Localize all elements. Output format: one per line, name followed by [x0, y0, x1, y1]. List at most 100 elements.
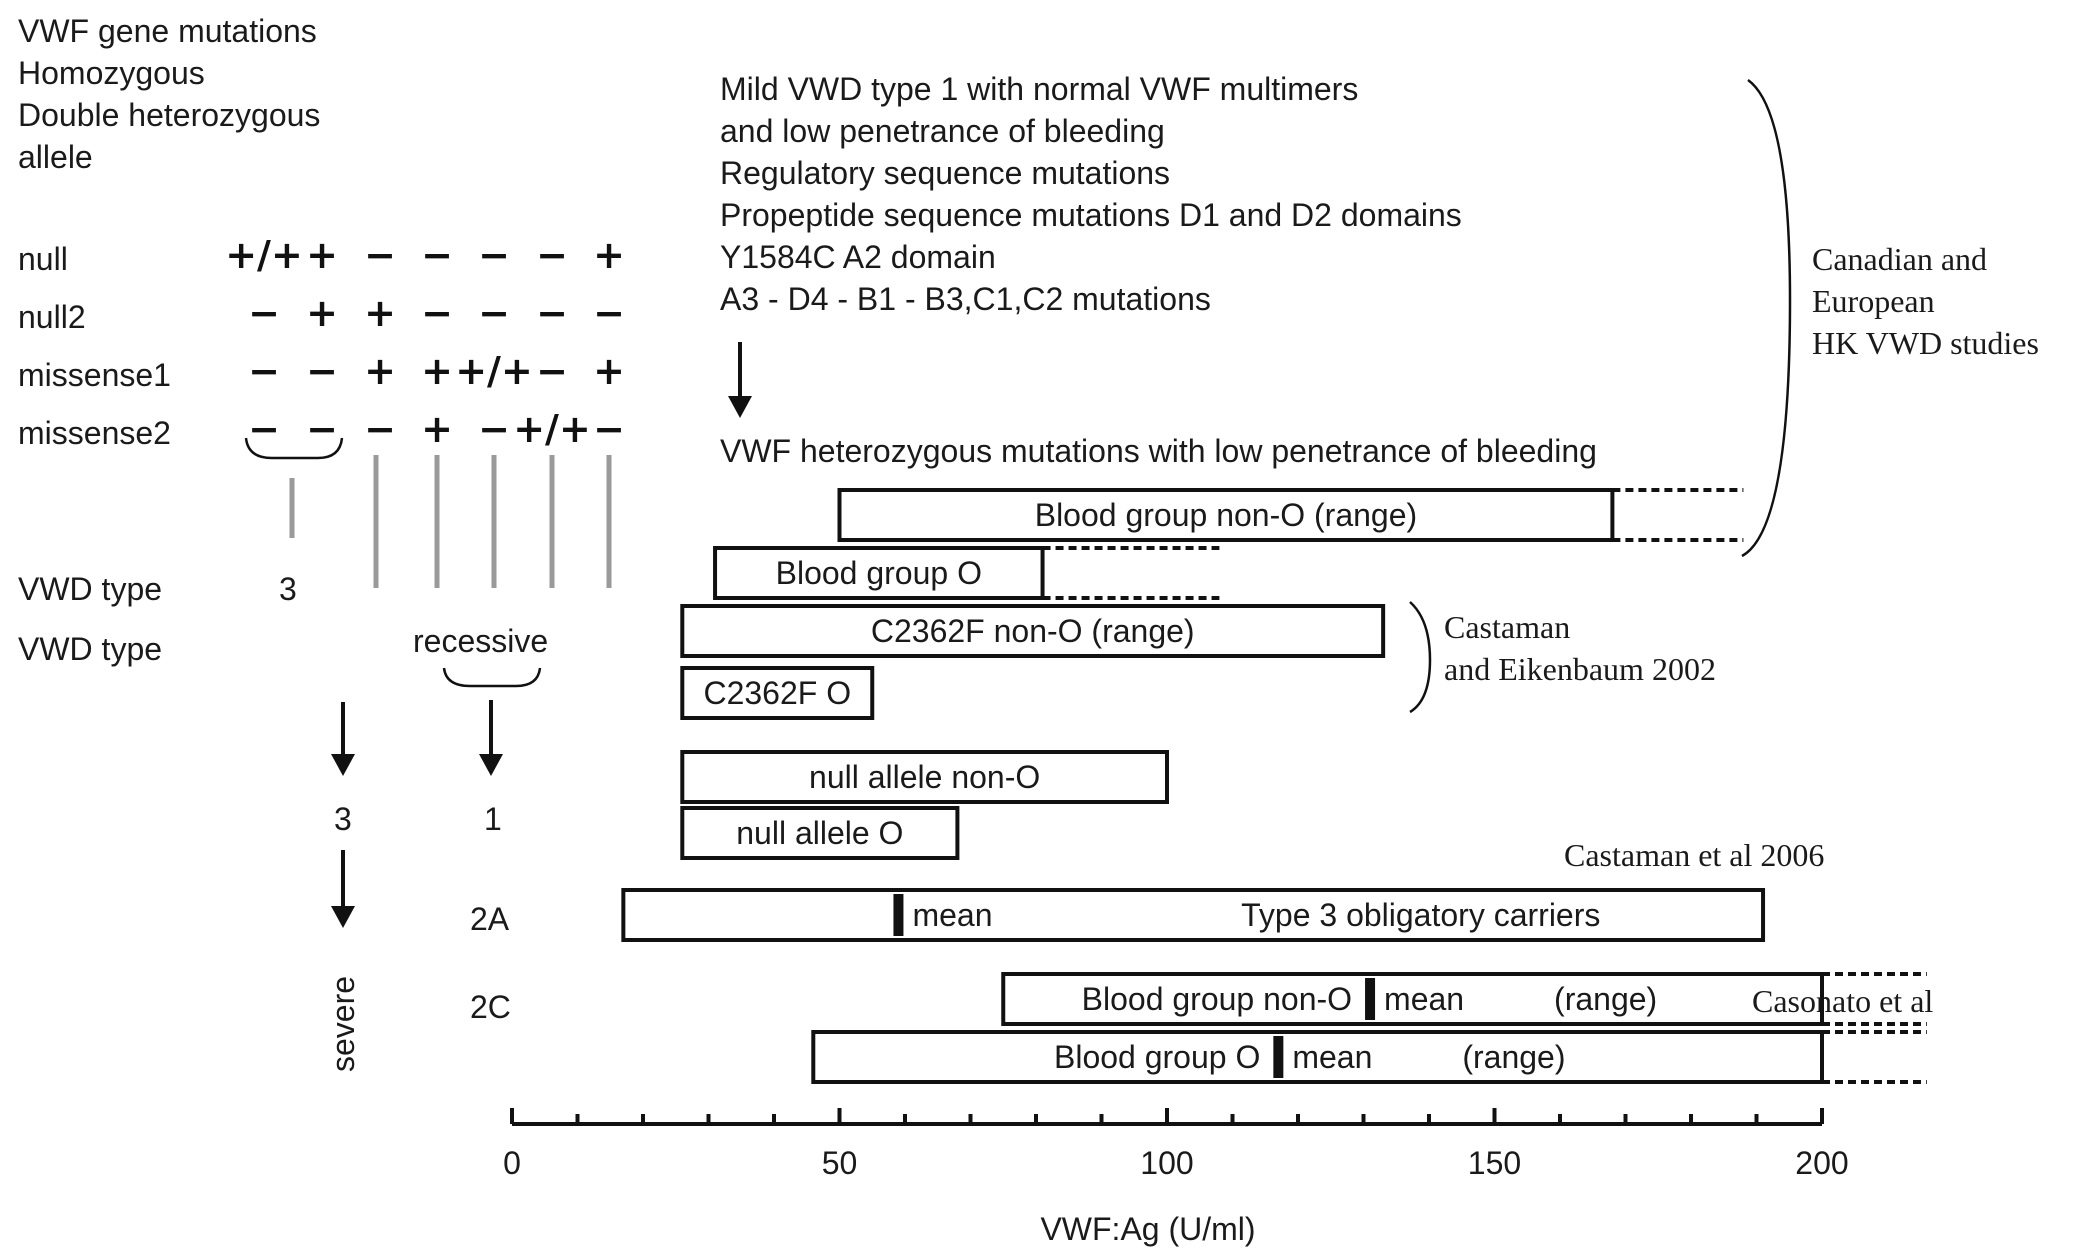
bar-rect	[680, 750, 1169, 804]
genotype-cell: +	[593, 349, 625, 393]
outcome-1: 1	[484, 801, 502, 837]
bar-rect	[621, 888, 1766, 942]
genotype-cell: +	[593, 233, 625, 277]
tick-label: 50	[822, 1145, 858, 1181]
description-line: Mild VWD type 1 with normal VWF multimer…	[720, 71, 1358, 107]
citation-line: Canadian and	[1812, 241, 1987, 277]
bar-label: Blood group O	[1054, 1039, 1260, 1075]
outcome-2a: 2A	[470, 901, 510, 937]
severe-label: severe	[325, 976, 361, 1072]
recessive-label: recessive	[413, 623, 548, 659]
vwd-type-3: 3	[279, 571, 297, 607]
vwd-type-label: VWD type	[18, 631, 162, 667]
citation-line: and Eikenbaum 2002	[1444, 651, 1716, 687]
row-label-missense1: missense1	[18, 357, 171, 393]
range-bar: C2362F O	[680, 666, 875, 720]
citation-line: Castaman	[1444, 609, 1570, 645]
range-bar: mean Blood group non-O (range)	[1001, 972, 1927, 1026]
bar-rect	[713, 546, 1045, 600]
description-line: and low penetrance of bleeding	[720, 113, 1165, 149]
description-line: Regulatory sequence mutations	[720, 155, 1170, 191]
range-bar: Blood group non-O (range)	[837, 488, 1744, 542]
range-bar: mean Type 3 obligatory carriers	[621, 888, 1766, 942]
genotype-cell: +	[306, 233, 338, 277]
column-separators	[289, 455, 612, 588]
range-bar: null allele non-O	[680, 750, 1169, 804]
header-line: Double heterozygous	[18, 97, 320, 133]
description-line: Propeptide sequence mutations D1 and D2 …	[720, 197, 1462, 233]
top-description: Mild VWD type 1 with normal VWF multimer…	[720, 71, 1462, 317]
tick-label: 150	[1468, 1145, 1521, 1181]
header-line: allele	[18, 139, 93, 175]
bar-label: Blood group non-O	[1082, 981, 1352, 1017]
genotype-cell: +/+	[455, 349, 533, 393]
tick-label: 0	[503, 1145, 521, 1181]
range-bar: Blood group O	[713, 546, 1220, 600]
mean-marker	[893, 894, 904, 936]
genotype-cell: +	[421, 349, 453, 393]
bar-rect	[837, 488, 1615, 542]
genotype-cell: −	[421, 233, 453, 277]
citation-castaman-2006: Castaman et al 2006	[1564, 837, 1824, 873]
bar-rect	[811, 1030, 1824, 1084]
recessive-brace	[442, 667, 542, 688]
bar-label: Blood group O	[776, 555, 982, 591]
arrow-head-icon	[728, 396, 752, 418]
bar-label: C2362F non-O (range)	[871, 613, 1195, 649]
bar-label: Blood group non-O (range)	[1035, 497, 1417, 533]
citation-line: HK VWD studies	[1812, 325, 2039, 361]
genotype-cell: +	[421, 407, 453, 451]
genotype-cell: −	[478, 291, 510, 335]
genotype-cell: −	[536, 291, 568, 335]
genotype-cell: −	[478, 407, 510, 451]
mean-marker	[1273, 1036, 1284, 1078]
citation-castaman-2002: Castaman and Eikenbaum 2002	[1444, 609, 1716, 687]
citation-canadian: Canadian and European HK VWD studies	[1812, 241, 2039, 361]
studies-brace	[1741, 78, 1792, 558]
bar-rect	[680, 666, 875, 720]
bar-rect	[680, 604, 1386, 658]
heterozygous-text: VWF heterozygous mutations with low pene…	[720, 433, 1597, 469]
genotype-cell: −	[478, 233, 510, 277]
genotype-cell: +/+	[225, 233, 303, 277]
genotype-cell: −	[306, 349, 338, 393]
row-label-null2: null2	[18, 299, 86, 335]
range-bar: null allele O	[680, 806, 960, 860]
arrow-head-icon	[331, 754, 355, 776]
genotype-cell: −	[248, 291, 280, 335]
genotype-cell: −	[306, 407, 338, 451]
header-line: VWF gene mutations	[18, 13, 317, 49]
genotype-cell: −	[248, 407, 280, 451]
row-label-null: null	[18, 241, 68, 277]
mean-marker	[1365, 978, 1376, 1020]
bar-rect	[1001, 972, 1824, 1026]
genotype-cell: +	[364, 291, 396, 335]
bar-label: Type 3 obligatory carriers	[1241, 897, 1600, 933]
range-bars: Blood group non-O (range) Blood group O C2…	[621, 488, 1927, 1084]
outcome-3: 3	[334, 801, 352, 837]
arrow-head-icon	[479, 754, 503, 776]
genotype-grid: +/++−−−−+−++−−−−−−+++/+−+−−−+−+/+−	[225, 233, 625, 451]
genotype-cell: −	[536, 233, 568, 277]
range-label: (range)	[1554, 981, 1657, 1017]
mean-label: mean	[912, 897, 992, 933]
bar-rect	[680, 806, 960, 860]
genotype-cell: −	[421, 291, 453, 335]
bar-label: null allele O	[736, 815, 903, 851]
arrows	[331, 342, 752, 928]
genotype-cell: −	[593, 291, 625, 335]
genotype-cell: −	[364, 407, 396, 451]
tick-label: 200	[1795, 1145, 1848, 1181]
range-bar: C2362F non-O (range)	[680, 604, 1386, 658]
mean-label: mean	[1292, 1039, 1372, 1075]
header-line: Homozygous	[18, 55, 205, 91]
bar-label: null allele non-O	[809, 759, 1040, 795]
arrow-head-icon	[331, 906, 355, 928]
description-line: Y1584C A2 domain	[720, 239, 996, 275]
genotype-cell: +	[306, 291, 338, 335]
mean-label: mean	[1384, 981, 1464, 1017]
citation-line: European	[1812, 283, 1935, 319]
